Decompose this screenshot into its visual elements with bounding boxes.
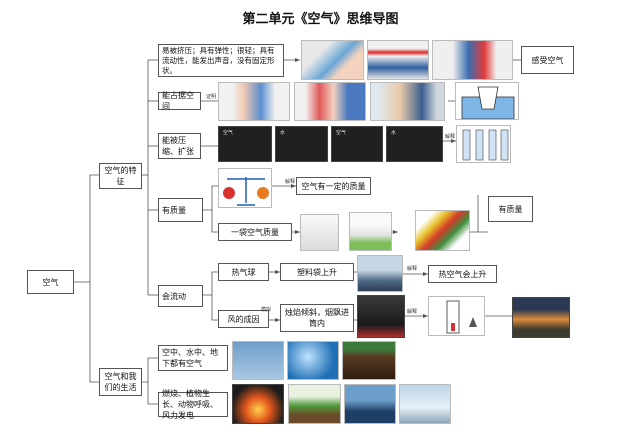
feel-air-box: 感受空气 — [521, 46, 574, 74]
photo-cup-experiment-3 — [370, 82, 445, 121]
photo-wind-turbines — [399, 384, 451, 424]
syringe-label-4: 水 — [391, 130, 397, 136]
photo-plastic-bag — [300, 214, 339, 251]
diagram-balance-scale — [218, 168, 272, 208]
photo-water-bubbles — [287, 341, 339, 380]
photo-boy-balloon — [367, 40, 429, 80]
photo-weights — [415, 210, 470, 251]
mass-result-box: 有质量 — [488, 196, 533, 222]
candle-tube-icon — [446, 300, 477, 334]
hot-air-balloon-box: 热气球 — [218, 263, 269, 281]
hot-explain-tag: 解释 — [407, 266, 418, 272]
page-title: 第二单元《空气》思维导图 — [242, 12, 399, 27]
syringe-label-2: 水 — [280, 130, 286, 136]
branch-life: 空气和我们的生活 — [99, 368, 142, 396]
photo-syringe-air-2: 空气 — [331, 126, 383, 162]
syringe-label-1: 空气 — [223, 130, 234, 136]
mass-explain-tag: 解释 — [285, 179, 296, 185]
mass-property-box: 有质量 — [158, 198, 203, 222]
candle-smoke-box: 烛焰倾斜，烟飘进筒内 — [280, 304, 354, 332]
syringe-label-3: 空气 — [336, 130, 347, 136]
photo-candle-tube — [357, 295, 405, 338]
space-property-box: 能占据空间 — [158, 91, 201, 111]
diagram-candle-tube — [428, 296, 485, 336]
photo-syringe-water-1: 水 — [275, 126, 328, 162]
wind-cause-box: 风的成因 — [218, 310, 269, 328]
photo-wind-landscape — [512, 297, 570, 338]
proof-tag: 证明 — [206, 94, 217, 100]
diagram-syringes — [456, 125, 511, 163]
photo-classroom-balloon — [357, 255, 403, 292]
mass-statement-box: 空气有一定的质量 — [296, 177, 371, 195]
photo-girl-blowing — [301, 40, 364, 80]
air-everywhere-box: 空中、水中、地下都有空气 — [158, 345, 228, 371]
branch-features: 空气的特征 — [99, 163, 142, 189]
bag-rises-box: 塑料袋上升 — [280, 263, 354, 281]
photo-fire — [232, 384, 284, 424]
diagram-water-tank — [455, 82, 519, 120]
photo-cup-experiment-1 — [218, 82, 290, 121]
photo-birds-sky — [232, 341, 284, 380]
water-tank-icon — [461, 86, 515, 119]
photo-syringe-water-2: 水 — [386, 126, 443, 162]
wind-explain-tag: 解释 — [407, 309, 418, 315]
squeeze-property-box: 易被挤压；具有弹性；很轻；具有流动性，能发出声音，没有固定形状。 — [158, 44, 284, 77]
photo-bag-on-scale — [349, 212, 392, 251]
compress-explain-tag: 解释 — [445, 134, 456, 140]
air-uses-box: 燃烧、植物生长、动物呼吸、风力发电 — [158, 389, 228, 420]
photo-whale — [344, 384, 396, 424]
syringe-diagram-icon — [462, 129, 509, 161]
photo-girl-balloon — [432, 40, 513, 80]
bag-mass-box: 一袋空气质量 — [218, 223, 292, 241]
simulate-tag: 模拟 — [261, 307, 272, 313]
hot-air-rises-box: 热空气会上升 — [428, 265, 497, 283]
balance-scale-icon — [223, 177, 269, 206]
compress-property-box: 能被压缩、扩张 — [158, 133, 201, 159]
flow-property-box: 会流动 — [158, 285, 203, 307]
photo-cup-experiment-2 — [294, 82, 366, 121]
root-node: 空气 — [27, 270, 74, 294]
photo-syringe-air-1: 空气 — [218, 126, 272, 162]
photo-plant — [288, 384, 341, 424]
photo-soil — [342, 341, 396, 380]
